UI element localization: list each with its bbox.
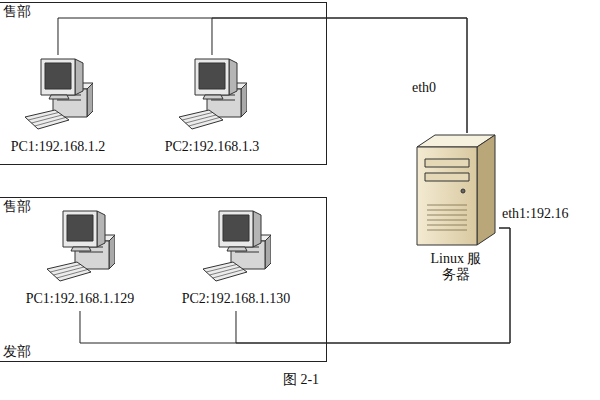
interface-label: eth1:192.16 (501, 206, 570, 222)
client-pc: PC1:192.168.1.2 (9, 55, 108, 159)
pc-icon (45, 207, 115, 285)
pc-icon (201, 207, 271, 285)
group-label: 发部 (3, 344, 31, 360)
interface-label: eth0 (411, 80, 437, 96)
server-label: Linux 服务器 (430, 251, 482, 283)
client-pc: PC2:192.168.1.130 (180, 207, 293, 311)
linux-server: Linux 服务器 (413, 133, 499, 283)
pc-address: PC1:192.168.1.2 (11, 139, 106, 155)
network-cable (212, 18, 467, 133)
pc-icon (23, 55, 93, 133)
department-group: 售部发部 PC1:192.168.1.129 PC2:192.168.1.130 (0, 197, 327, 362)
client-pc: PC1:192.168.1.129 (24, 207, 137, 311)
group-label: 售部 (3, 4, 31, 20)
figure-caption: 图 2-1 (0, 372, 600, 388)
client-pc: PC2:192.168.1.3 (163, 55, 262, 159)
network-cable (58, 18, 467, 133)
group-label: 售部 (3, 199, 31, 215)
server-icon (413, 133, 499, 247)
pc-address: PC2:192.168.1.130 (182, 291, 291, 307)
pc-icon (177, 55, 247, 133)
pc-address: PC1:192.168.1.129 (26, 291, 135, 307)
pc-address: PC2:192.168.1.3 (165, 139, 260, 155)
department-group: 售部 PC1:192.168.1.2 PC2:192.168.1.3 (0, 2, 327, 165)
